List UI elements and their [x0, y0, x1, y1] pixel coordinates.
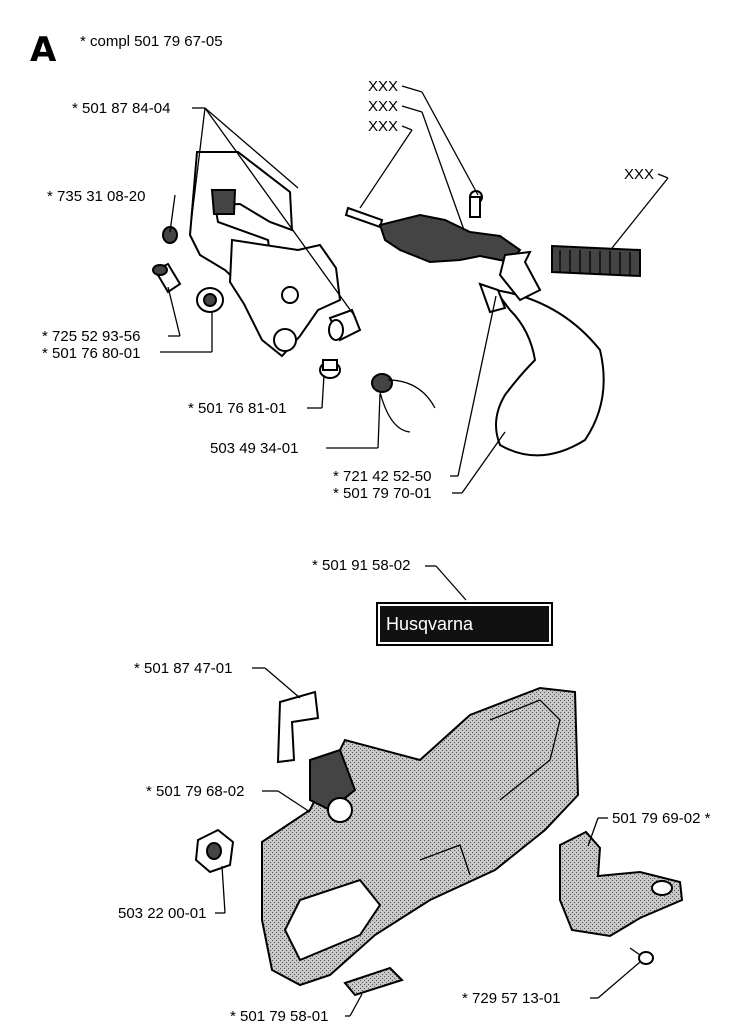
label-725-52-93-56: * 725 52 93-56 [42, 328, 140, 345]
spring-part [371, 373, 436, 433]
label-501-79-58-01: * 501 79 58-01 [230, 1008, 328, 1025]
label-729-57-13-01: * 729 57 13-01 [462, 990, 560, 1007]
washer-part [162, 226, 178, 244]
pin-part [344, 206, 384, 229]
screw-part [152, 262, 182, 294]
label-501-76-80-01: * 501 76 80-01 [42, 345, 140, 362]
bolt-part [328, 308, 362, 342]
label-501-79-70-01: * 501 79 70-01 [333, 485, 431, 502]
label-503-49-34-01: 503 49 34-01 [210, 440, 298, 457]
label-503-22-00-01: 503 22 00-01 [118, 905, 206, 922]
label-xxx-4: XXX [624, 166, 654, 183]
section-letter: A [30, 30, 57, 70]
label-501-91-58-02: * 501 91 58-02 [312, 557, 410, 574]
stud-part [319, 359, 341, 379]
label-xxx-3: XXX [368, 118, 398, 135]
label-xxx-1: XXX [368, 78, 398, 95]
label-501-87-47-01: * 501 87 47-01 [134, 660, 232, 677]
compl-label: * compl 501 79 67-05 [80, 33, 223, 50]
clutch-cover-plate [188, 151, 342, 358]
cover-plate-part [559, 830, 684, 938]
rubber-strip-part [343, 966, 404, 997]
label-501-87-84-04: * 501 87 84-04 [72, 100, 170, 117]
label-501-79-69-02: 501 79 69-02 * [612, 810, 711, 827]
label-501-79-68-02: * 501 79 68-02 [146, 783, 244, 800]
sleeve-part [196, 287, 224, 313]
clutch-cover-housing [261, 686, 580, 987]
label-735-31-08-20: * 735 31 08-20 [47, 188, 145, 205]
label-721-42-52-50: * 721 42 52-50 [333, 468, 431, 485]
brake-spring-part [551, 244, 641, 278]
brake-lever-part [378, 190, 522, 264]
leader-lines-bottom [215, 667, 641, 1017]
nut-part [194, 828, 235, 874]
logo-text: Husqvarna [386, 614, 474, 634]
bottom-screw-part [629, 947, 654, 965]
husqvarna-decal: Husqvarna [376, 602, 553, 646]
brake-band-part [478, 250, 605, 457]
label-xxx-2: XXX [368, 98, 398, 115]
leader-lines-top [160, 85, 669, 494]
label-501-76-81-01: * 501 76 81-01 [188, 400, 286, 417]
chain-guard-part [276, 690, 320, 764]
